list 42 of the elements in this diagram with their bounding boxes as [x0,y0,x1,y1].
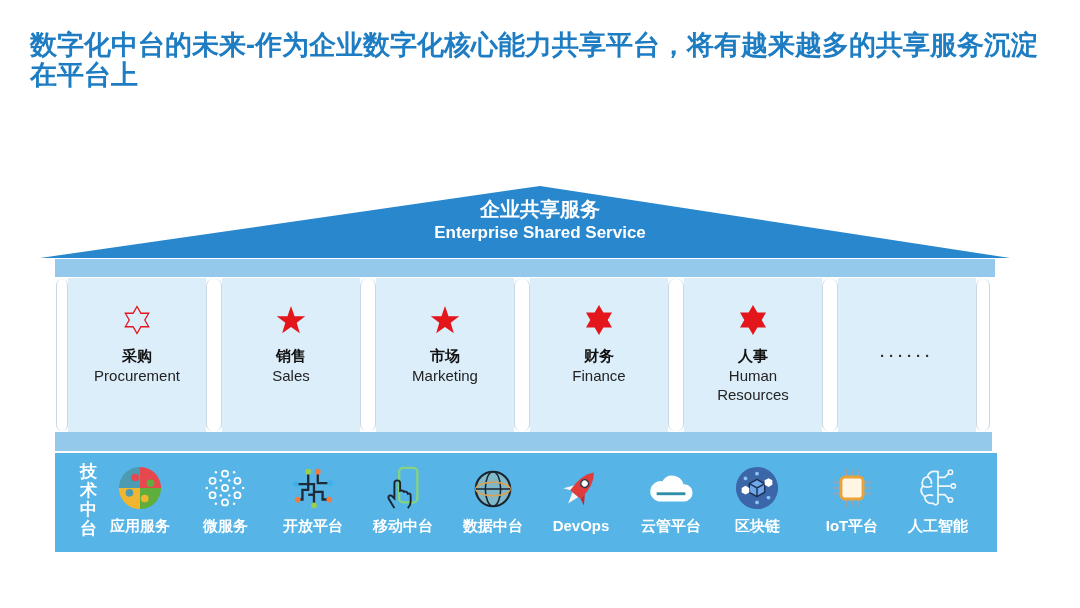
pillar-subtitle: Sales [272,366,310,385]
ellipsis-text: ······ [880,347,934,365]
pillar-title: 采购 [122,347,152,365]
column [514,279,530,431]
pillar-title: 市场 [430,347,460,365]
pillar-subtitle: Finance [572,366,626,385]
roof-title: 企业共享服务 [480,198,600,221]
pillar-title: 财务 [584,347,614,365]
title: 数字化中台的未来-作为企业数字化核心能力共享平台，将有越来越多的共享服务沉淀在平台上 [30,30,1039,90]
pillar-subtitle: Marketing [412,366,478,385]
pillar-subtitle: Human Resources [716,366,790,404]
pillar-panel [68,278,206,432]
pillar-panel [838,278,976,432]
roof-subtitle: Enterprise Shared Service [434,223,646,243]
platform-label: 开放平台 [283,517,343,535]
beam [55,432,992,451]
column [56,279,68,431]
pillar-title: 销售 [276,347,306,365]
roof [40,186,1010,258]
column [976,279,990,431]
platform-label: IoT平台 [825,517,879,535]
platform-label: 应用服务 [110,517,170,535]
platform-label: 数据中台 [463,517,523,535]
pillar-subtitle: Procurement [94,366,180,385]
pillar-panel [376,278,514,432]
platform-label: 微服务 [202,517,248,535]
pillar-panel [222,278,360,432]
pillar-panel [684,278,822,432]
platform-label: 区块链 [734,517,780,535]
tech-band [55,453,997,552]
platform-label: 移动中台 [373,517,433,535]
platform-label: DevOps [552,517,610,535]
column [206,279,222,431]
pillar-title: 人事 [738,347,768,365]
pillar-panel [530,278,668,432]
beam [55,259,995,277]
column [360,279,376,431]
column [668,279,684,431]
platform-label: 云管平台 [641,517,701,535]
column [822,279,838,431]
platform-label: 人工智能 [908,517,968,535]
band-title: 技术中台 [80,462,97,538]
